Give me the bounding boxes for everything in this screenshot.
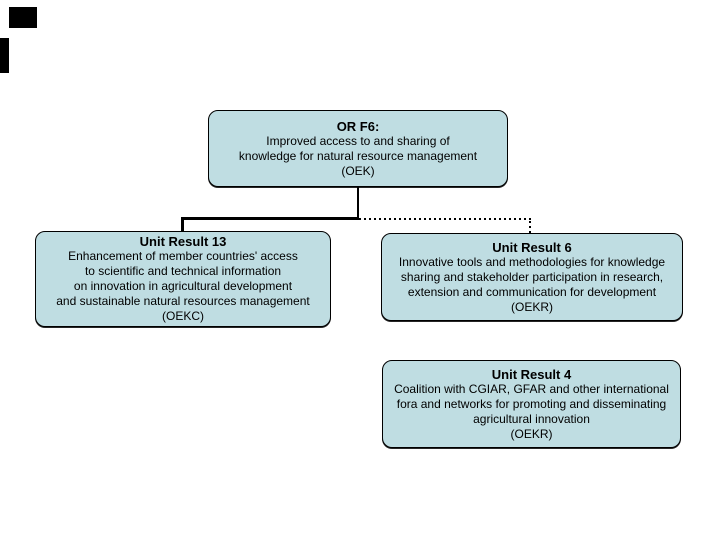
node-text-line: and sustainable natural resources manage… xyxy=(56,294,310,308)
node-title: Unit Result 13 xyxy=(139,234,227,249)
node-text-line: to scientific and technical information xyxy=(84,264,282,278)
node-text-line: knowledge for natural resource managemen… xyxy=(238,148,478,163)
node-unit-result-13: Unit Result 13 Enhancement of member cou… xyxy=(35,231,331,327)
node-text-line: Coalition with CGIAR, GFAR and other int… xyxy=(394,381,669,396)
connector-solid-horizontal xyxy=(182,217,359,220)
node-text-line: Enhancement of member countries' access xyxy=(68,249,298,263)
node-text-line: agricultural innovation xyxy=(473,411,590,426)
connector-dotted-horizontal xyxy=(359,218,531,220)
connector-solid-vertical-from-orf6 xyxy=(357,187,359,218)
node-unit-result-6: Unit Result 6 Innovative tools and metho… xyxy=(381,233,683,321)
node-code: (OEK) xyxy=(341,163,375,178)
node-text-line: Improved access to and sharing of xyxy=(266,133,450,148)
node-text-line: sharing and stakeholder participation in… xyxy=(400,269,664,284)
node-text-line: on innovation in agricultural developmen… xyxy=(73,279,293,293)
node-title: OR F6: xyxy=(336,118,380,134)
node-code: (OEKR) xyxy=(510,426,553,441)
node-title: Unit Result 4 xyxy=(491,366,572,382)
node-code: (OEKC) xyxy=(162,309,204,323)
node-text-line: Innovative tools and methodologies for k… xyxy=(398,254,666,269)
connector-solid-stub-to-unit13 xyxy=(181,217,184,232)
node-title: Unit Result 6 xyxy=(492,239,572,255)
node-code: (OEKR) xyxy=(511,299,553,314)
connector-dotted-stub-to-unit6 xyxy=(529,221,531,233)
scan-artifact-square xyxy=(9,7,37,28)
node-unit-result-4: Unit Result 4 Coalition with CGIAR, GFAR… xyxy=(382,360,681,448)
node-text-line: fora and networks for promoting and diss… xyxy=(396,396,667,411)
scan-artifact-bar xyxy=(0,38,9,73)
node-or-f6: OR F6: Improved access to and sharing of… xyxy=(208,110,508,187)
node-text-line: extension and communication for developm… xyxy=(407,284,657,299)
